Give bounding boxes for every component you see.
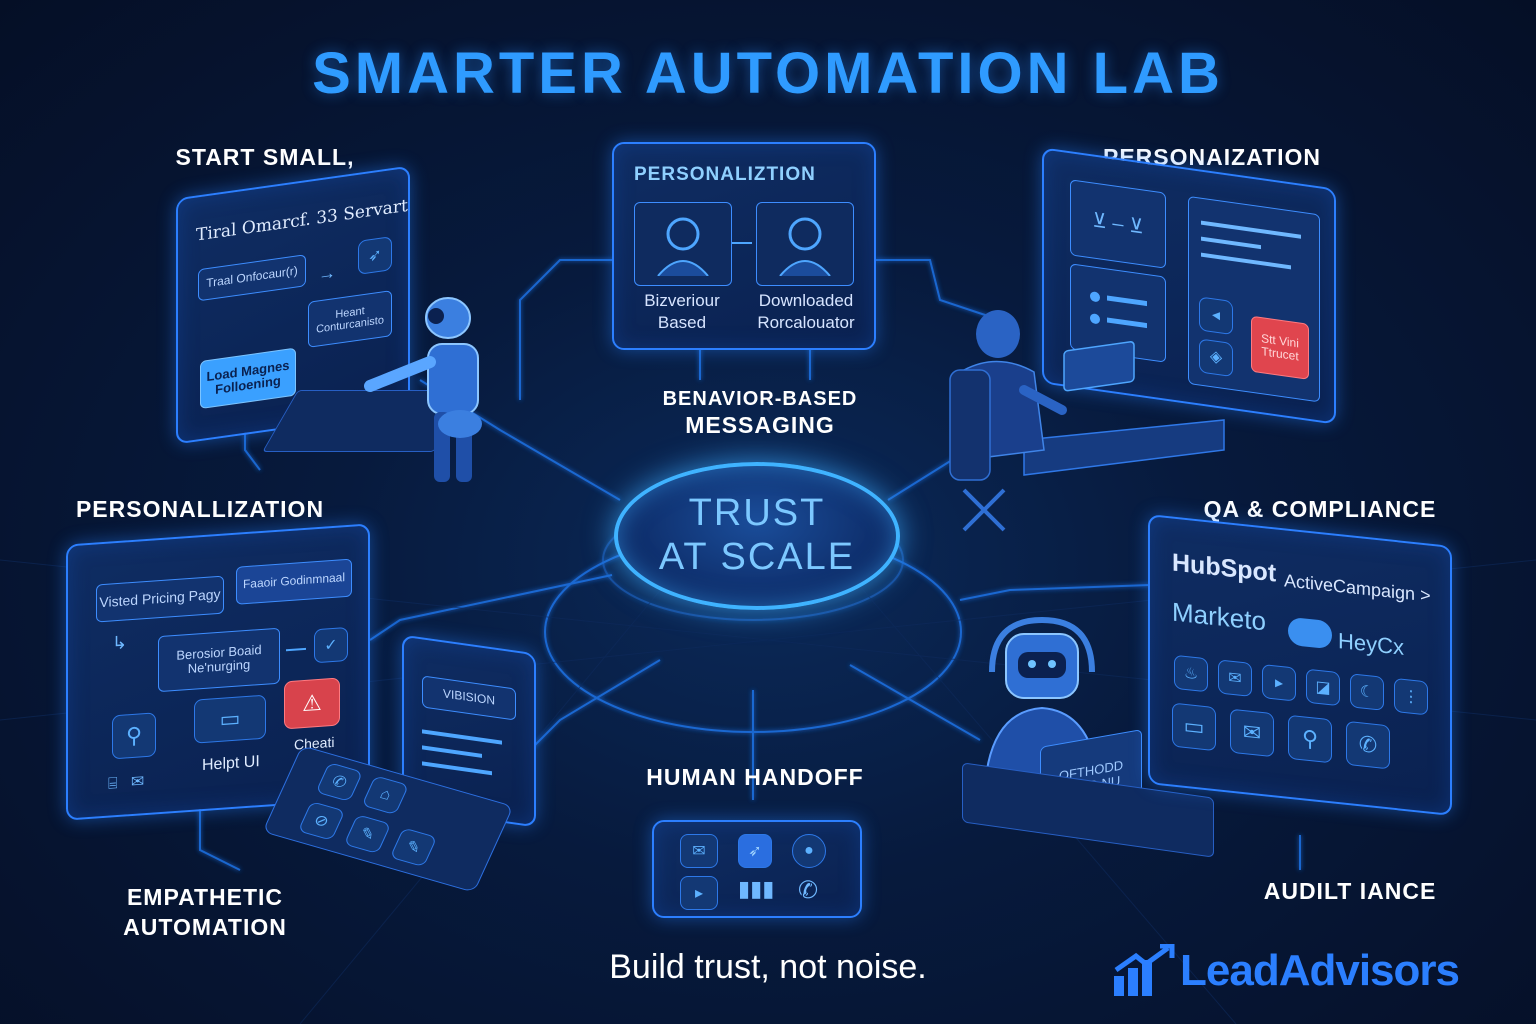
message-widget [1070, 263, 1166, 363]
robot-icon [364, 297, 482, 482]
user-icon [657, 217, 709, 276]
text-lines-icon [1201, 220, 1301, 270]
brand-activecampaign: ActiveCampaign > [1284, 570, 1431, 606]
brand-name: LeadAdvisors [1180, 946, 1460, 995]
label-empathetic-1: EMPATHETIC [126, 884, 284, 910]
connector [286, 647, 306, 652]
label-behavior-based-2: MESSAGING [685, 412, 835, 438]
label-empathetic-2: AUTOMATION [123, 914, 287, 940]
arrow-right-icon: → [318, 261, 336, 285]
text-lines-icon [422, 729, 502, 776]
edit-icon: ✎ [343, 814, 392, 855]
label-personallization: PERSONALLIZATION [75, 496, 325, 522]
send-icon: ➶ [358, 236, 392, 275]
avatar-left [634, 202, 732, 286]
location-pin-icon: ⚲ [112, 712, 156, 760]
flame-icon: ♨ [1174, 654, 1208, 693]
card-icon: ▭ [1172, 702, 1216, 752]
chat-bubble-icon: ● [792, 834, 826, 868]
avatar-right [756, 202, 854, 286]
chart-widget: ⊻ ‒ ⊻ [1070, 179, 1166, 269]
tag-icon: ◪ [1306, 668, 1340, 707]
hub-line-2: AT SCALE [658, 536, 856, 578]
monitor-qa-compliance: HubSpot ActiveCampaign > Marketo HeyCx ♨… [1148, 514, 1452, 816]
person-at-desk-icon [949, 310, 1225, 532]
link-icon: ⊘ [297, 801, 346, 841]
email-icon: ✉ [680, 834, 718, 868]
folder-icon: ⌸ ✉ [108, 773, 145, 793]
chevron-down-icon: ✓ [314, 626, 348, 664]
chart-icon: ▮▮▮ [738, 876, 775, 901]
tagline: Build trust, not noise. [609, 948, 927, 986]
help-label: Helpt UI [202, 753, 260, 775]
user-icon [779, 217, 831, 276]
phone-icon: ✆ [315, 762, 364, 802]
mail-icon: ✉ [1230, 708, 1274, 758]
chat-icon: ✉ [1218, 659, 1252, 697]
brand-logo: LeadAdvisors [1112, 944, 1460, 996]
moon-icon: ☾ [1350, 673, 1384, 711]
dots-icon: ⋮ [1394, 677, 1428, 716]
chip-download: Faaoir Godinmnaal [236, 558, 352, 605]
tablet-screen: VIBISION [402, 634, 536, 828]
growth-chart-icon [1114, 944, 1175, 996]
tablet-label: VIBISION [422, 675, 516, 721]
handoff-panel: ✉ ➶ ● ▸ ▮▮▮ ✆ [652, 820, 862, 918]
label-behavior-based-1: BENAVIOR-BASED [662, 388, 858, 410]
label-start-small: START SMALL, [175, 144, 355, 170]
label-audit: AUDILT IANCE [1263, 878, 1437, 904]
chat-icon: ✎ [389, 827, 438, 868]
chip-trial: Traal Onfocaur(r) [198, 254, 306, 302]
brand-heycx: HeyCx [1338, 627, 1405, 660]
panel-heading: PERSONALIZTION [634, 164, 816, 185]
brand-hubspot: HubSpot [1172, 548, 1277, 588]
video-icon: ▸ [680, 876, 718, 910]
play-icon: ▸ [1262, 664, 1296, 702]
label-qa-compliance: QA & COMPLIANCE [1203, 496, 1437, 522]
location-pin-icon: ⚲ [1288, 714, 1332, 764]
avatar-connector [732, 242, 752, 244]
trust-at-scale-hub: TRUST AT SCALE [614, 462, 900, 610]
warning-icon: ⚠ [284, 677, 340, 730]
cloud-icon [1288, 616, 1332, 650]
page-title: SMARTER AUTOMATION LAB [312, 41, 1224, 106]
arrow-down-right-icon: ↳ [112, 632, 128, 654]
label-human-handoff: HUMAN HANDOFF [646, 764, 864, 790]
hub-line-1: TRUST [688, 492, 826, 535]
chip-visited-pricing: Visted Pricing Pagy [96, 575, 224, 623]
lock-icon: ⌂ [361, 775, 410, 816]
brand-marketo: Marketo [1172, 596, 1266, 637]
send-icon: ➶ [738, 834, 772, 868]
card-icon: ▭ [194, 694, 266, 744]
message-icon [1090, 291, 1147, 329]
phone-icon: ✆ [798, 877, 819, 904]
phone-icon: ✆ [1346, 720, 1390, 770]
